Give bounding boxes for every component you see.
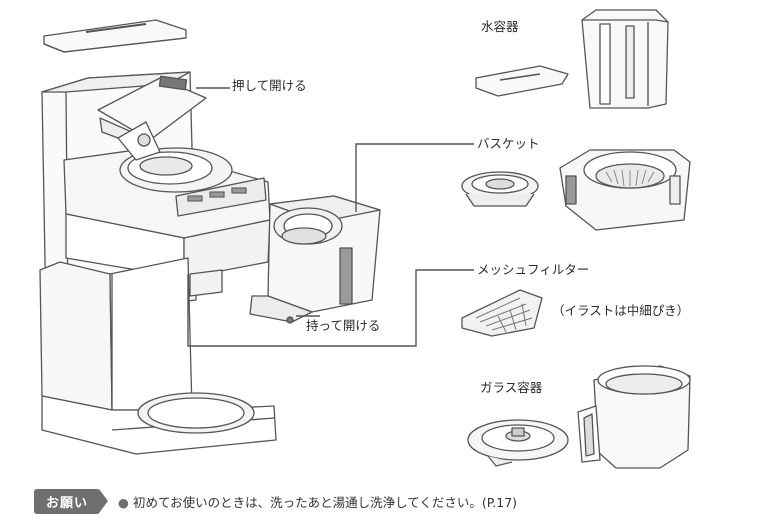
- label-basket: バスケット: [477, 136, 540, 151]
- glass-carafe-illustration: [467, 365, 691, 469]
- notice-badge: お願い: [34, 488, 101, 514]
- coffee-maker-illustration: [39, 19, 381, 455]
- bullet-icon: ●: [118, 494, 129, 510]
- label-illustration-note: （イラストは中細ぴき）: [552, 303, 690, 318]
- label-glass-carafe: ガラス容器: [480, 380, 543, 395]
- label-mesh-filter: メッシュフィルター: [477, 262, 590, 277]
- label-water-tank: 水容器: [481, 19, 519, 34]
- mesh-filter-illustration: [461, 289, 543, 337]
- notice-badge-arrow: [99, 489, 109, 513]
- notice-text: 初めてお使いのときは、洗ったあと湯通し洗浄してください。(P.17): [132, 494, 518, 510]
- basket-illustration: [461, 149, 691, 231]
- label-push-open: 押して開ける: [232, 78, 307, 93]
- notice-text-wrap: ●初めてお使いのときは、洗ったあと湯通し洗浄してください。(P.17): [118, 492, 517, 511]
- notice-row: お願い ●初めてお使いのときは、洗ったあと湯通し洗浄してください。(P.17): [34, 488, 517, 514]
- water-tank-illustration: [475, 9, 669, 109]
- label-hold-open: 持って開ける: [306, 318, 381, 333]
- callout-lines: [187, 87, 474, 347]
